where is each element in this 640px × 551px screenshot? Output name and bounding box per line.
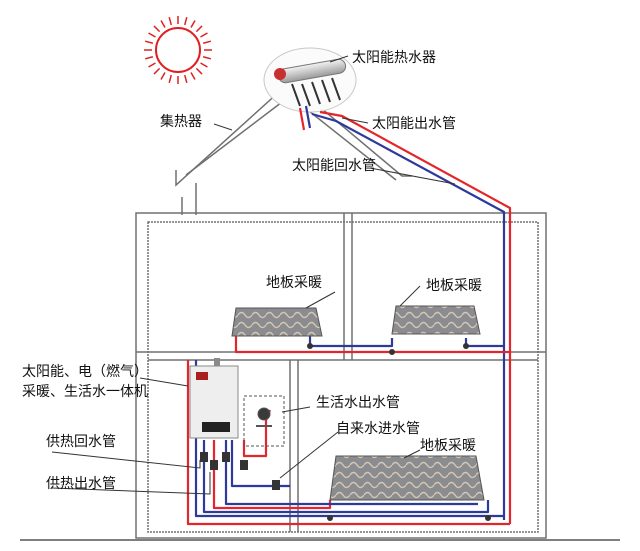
house-structure	[20, 81, 620, 541]
floor-panel-bottom	[329, 455, 485, 501]
sun-ray	[202, 40, 212, 44]
pipe-network	[186, 105, 512, 526]
label-supply-return-pipe: 供热回水管	[46, 434, 116, 450]
label-supply-outlet-pipe: 供热出水管	[46, 476, 116, 492]
leader-lines	[51, 55, 456, 495]
label-solar-return-pipe: 太阳能回水管	[292, 158, 376, 174]
house-outer-wall	[135, 212, 547, 539]
sun-icon	[144, 16, 212, 84]
label-domestic-outlet-pipe: 生活水出水管	[316, 395, 400, 411]
label-floor-heating-left: 地板采暖	[266, 275, 322, 291]
label-tap-inlet-pipe: 自来水进水管	[336, 421, 420, 437]
label-solar-outlet-pipe: 太阳能出水管	[372, 116, 456, 132]
sun-ray	[153, 67, 161, 75]
sun-ray	[200, 62, 208, 68]
solar-water-heater	[263, 47, 357, 113]
label-floor-heating-right: 地板采暖	[426, 278, 482, 294]
solar-return-pipe-line	[311, 112, 506, 520]
sun-ray	[160, 72, 166, 80]
sun-ray	[144, 40, 154, 44]
pump-group	[243, 395, 285, 447]
sun-ray	[148, 32, 156, 38]
valve-icons	[200, 343, 491, 521]
sun-ray	[184, 74, 188, 84]
solar-outlet-pipe-line	[319, 110, 512, 524]
sun-ray	[202, 56, 212, 60]
label-unit-line2: 采暖、生活水一体机	[22, 384, 148, 400]
sun-ray	[148, 62, 156, 68]
floor-panel-upper-left	[231, 307, 323, 337]
floor-panel-upper-right	[391, 305, 481, 335]
sun-ray	[190, 72, 196, 80]
sun-ray	[195, 25, 203, 33]
sun-ray	[184, 16, 188, 26]
label-floor-heating-bottom: 地板采暖	[420, 438, 476, 454]
label-collector: 集热器	[160, 113, 202, 130]
sun-ray	[190, 20, 196, 28]
sun-ray	[195, 67, 203, 75]
sun-ray	[144, 56, 154, 60]
sun-ray	[168, 74, 172, 84]
label-unit-line1: 太阳能、电（燃气）	[22, 363, 148, 380]
sun-ray	[168, 16, 172, 26]
sun-ray	[200, 32, 208, 38]
boiler-unit	[189, 358, 239, 439]
label-solar-water-heater: 太阳能热水器	[352, 50, 436, 66]
sun-ray	[153, 25, 161, 33]
sun-ray	[160, 20, 166, 28]
